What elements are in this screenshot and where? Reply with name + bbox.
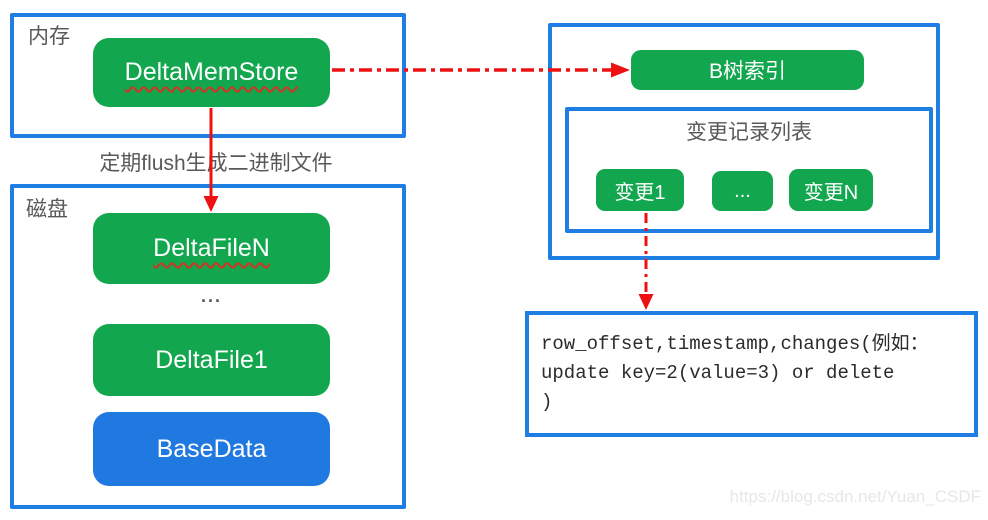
record-line-1: row_offset,timestamp,changes(例如： <box>541 333 929 355</box>
record-line-3: ) <box>541 391 553 413</box>
node-change-ellipsis-label: ... <box>734 179 751 202</box>
node-basedata: BaseData <box>93 412 330 486</box>
node-btree-index-label: B树索引 <box>708 60 786 83</box>
node-btree-index: B树索引 <box>631 50 864 90</box>
node-basedata-label: BaseData <box>156 434 267 463</box>
node-change-n: 变更N <box>789 169 873 211</box>
node-deltafile1-label: DeltaFile1 <box>155 345 268 374</box>
node-deltamemstore: DeltaMemStore <box>93 38 330 107</box>
disk-ellipsis: ... <box>200 286 222 306</box>
node-change-1: 变更1 <box>596 169 684 211</box>
node-deltafilen-label: DeltaFileN <box>153 234 270 262</box>
node-deltamemstore-label: DeltaMemStore <box>124 58 299 86</box>
change-list-label: 变更记录列表 <box>686 121 812 144</box>
record-detail-box: row_offset,timestamp,changes(例如： update … <box>525 311 978 437</box>
watermark-url: https://blog.csdn.net/Yuan_CSDF <box>729 487 981 506</box>
node-change-n-label: 变更N <box>803 181 859 204</box>
node-deltafile1: DeltaFile1 <box>93 324 330 396</box>
record-line-2: update key=2(value=3) or delete <box>541 362 895 384</box>
node-change-ellipsis: ... <box>712 171 773 211</box>
disk-label: 磁盘 <box>26 198 68 221</box>
memory-label: 内存 <box>28 25 70 48</box>
node-change-1-label: 变更1 <box>614 181 666 204</box>
flush-annotation: 定期flush生成二进制文件 <box>99 152 333 175</box>
node-deltafilen: DeltaFileN <box>93 213 330 284</box>
